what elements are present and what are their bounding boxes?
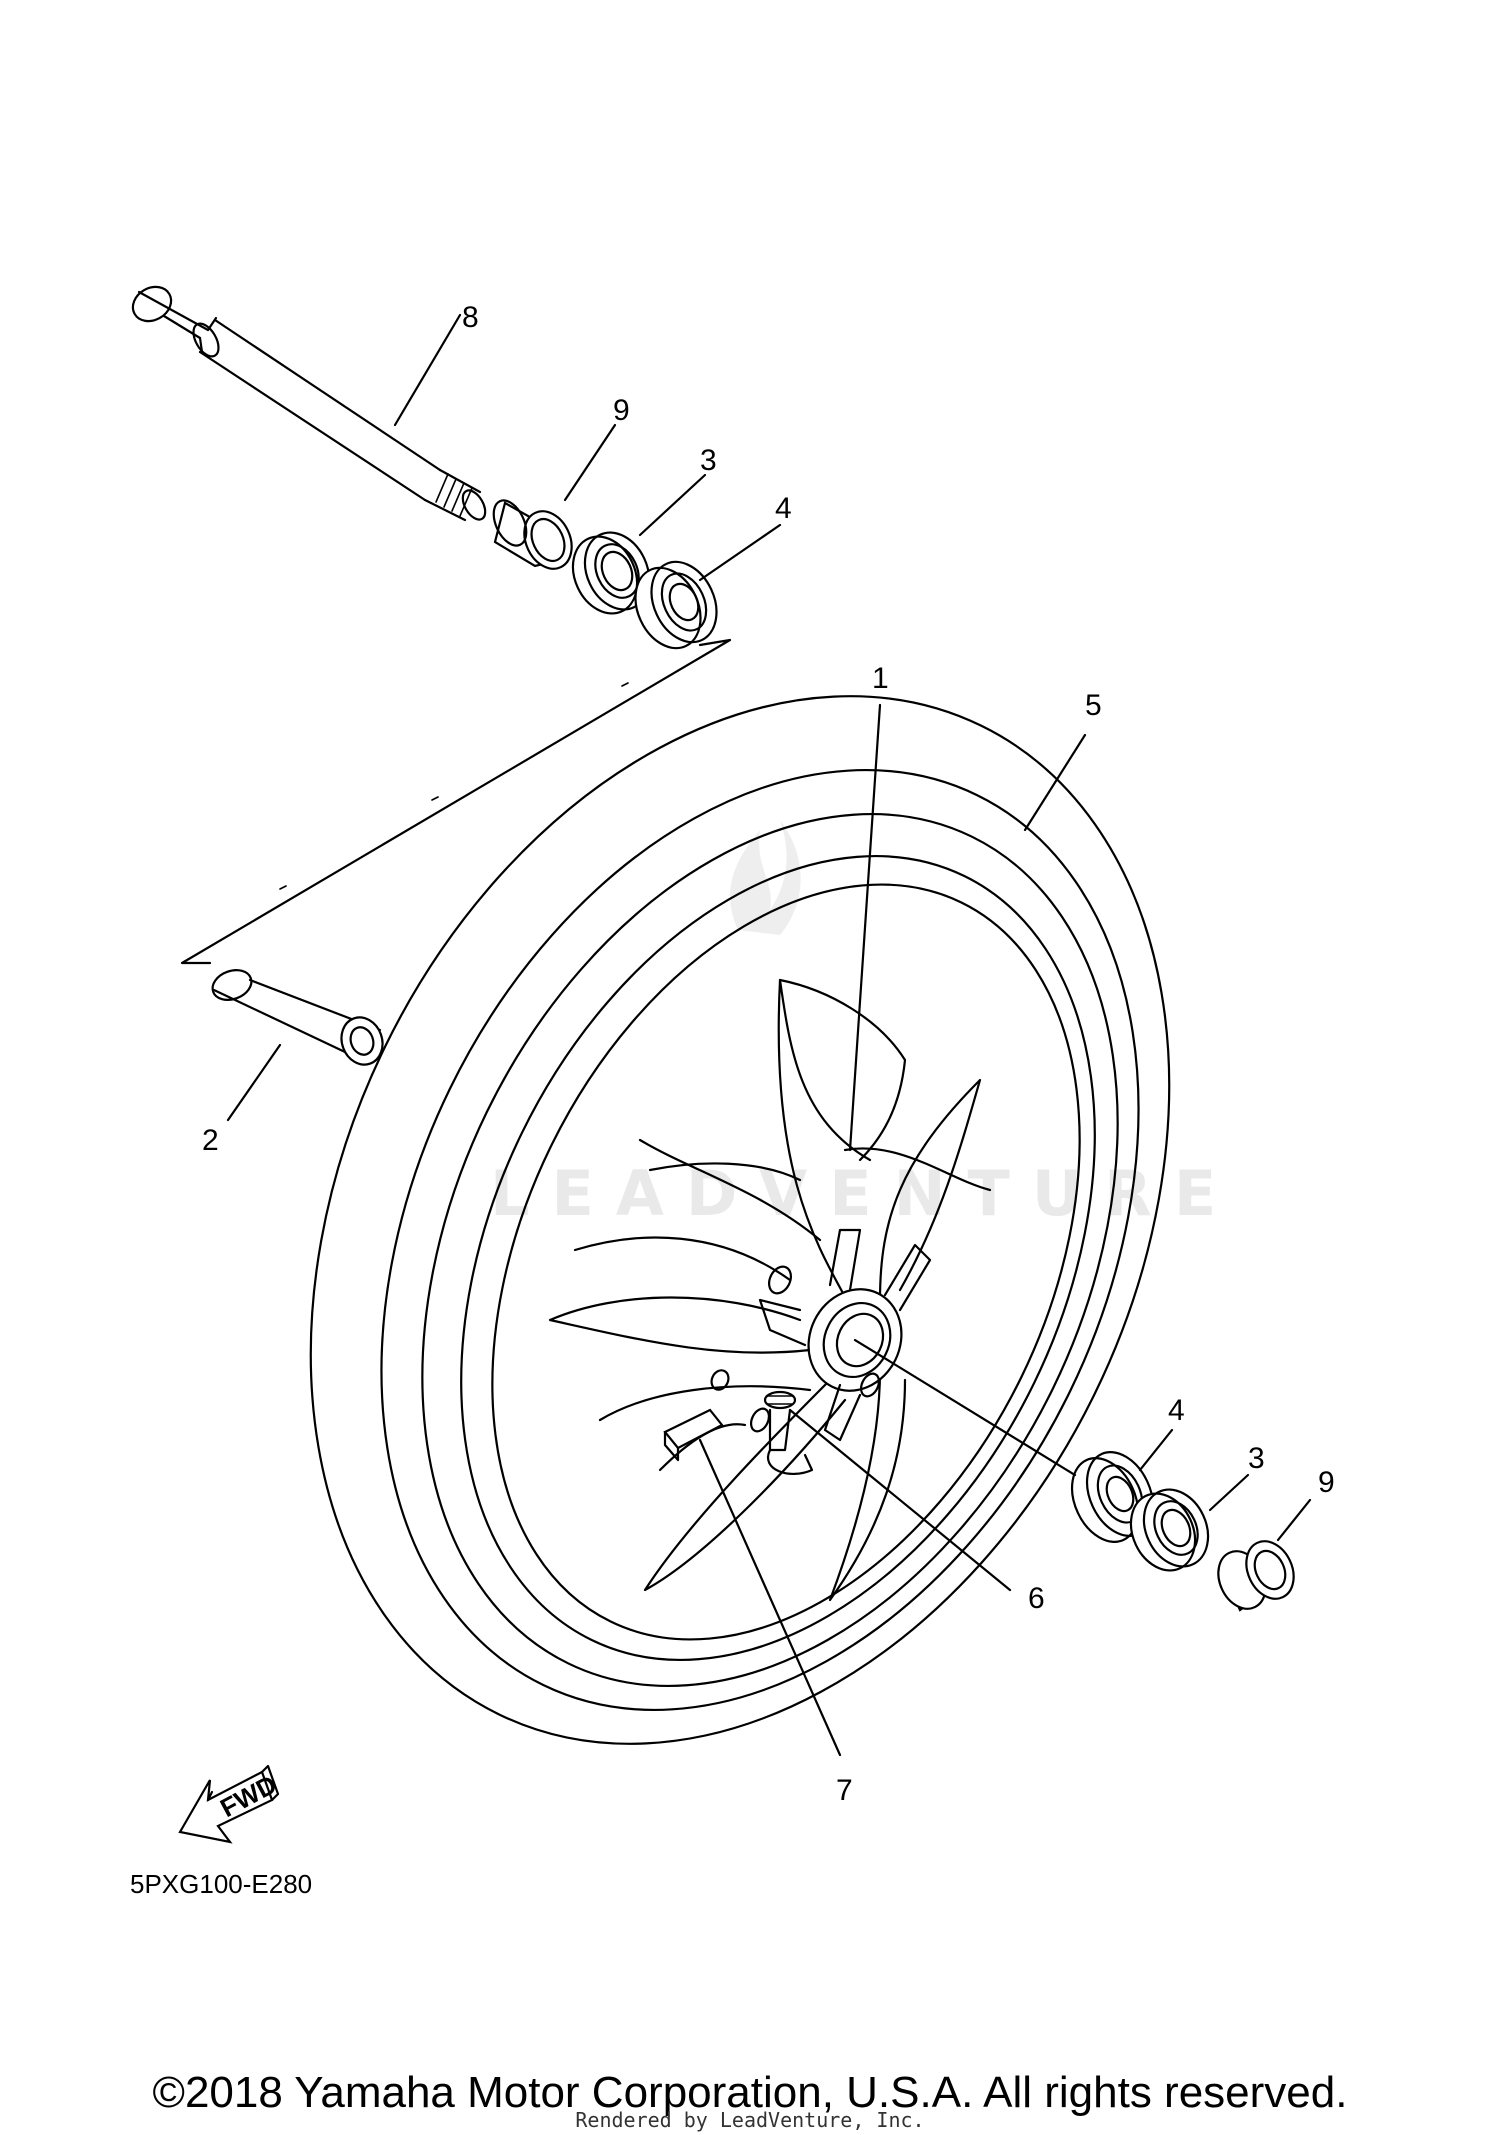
- watermark-logo: [730, 820, 801, 935]
- callout-bearing-right: 4: [1168, 1394, 1185, 1427]
- diagram-code: 5PXG100-E280: [130, 1869, 312, 1899]
- oil-seal-part-top[interactable]: [561, 522, 661, 624]
- callout-bearing-top: 4: [775, 492, 792, 525]
- callout-collar-right: 9: [1318, 1466, 1335, 1499]
- callout-axle: 8: [462, 301, 479, 334]
- balance-weight-part[interactable]: [663, 1408, 724, 1462]
- oil-seal-part-right[interactable]: [1119, 1479, 1220, 1581]
- valve-part[interactable]: [763, 1390, 814, 1475]
- leader-lines: [226, 313, 1312, 1757]
- copyright-notice: ©2018 Yamaha Motor Corporation, U.S.A. A…: [152, 2068, 1348, 2117]
- callout-spacer: 2: [202, 1124, 219, 1157]
- bearing-part-top[interactable]: [623, 551, 729, 658]
- callout-valve: 6: [1028, 1582, 1045, 1615]
- collar-part-top[interactable]: [487, 495, 580, 576]
- assembly-line: [180, 638, 732, 965]
- wheel-part[interactable]: [285, 698, 1255, 1801]
- watermark-text: LEADVENTURE: [490, 1157, 1238, 1230]
- callout-wheel: 1: [872, 662, 889, 695]
- callout-seal-right: 3: [1248, 1442, 1265, 1475]
- tire-part[interactable]: [144, 553, 1336, 1888]
- spacer-part[interactable]: [208, 965, 389, 1070]
- axle-part[interactable]: [127, 280, 490, 523]
- callout-tire: 5: [1085, 689, 1102, 722]
- fwd-arrow-icon: [178, 1764, 280, 1844]
- callout-seal-top: 3: [700, 444, 717, 477]
- callout-collar-top: 9: [613, 394, 630, 427]
- assembly-line-marks: [279, 682, 629, 890]
- rendered-by-note: Rendered by LeadVenture, Inc.: [575, 2108, 925, 2132]
- collar-part-right[interactable]: [1209, 1534, 1302, 1617]
- callout-weight: 7: [836, 1774, 853, 1807]
- fwd-label: FWD: [215, 1769, 281, 1823]
